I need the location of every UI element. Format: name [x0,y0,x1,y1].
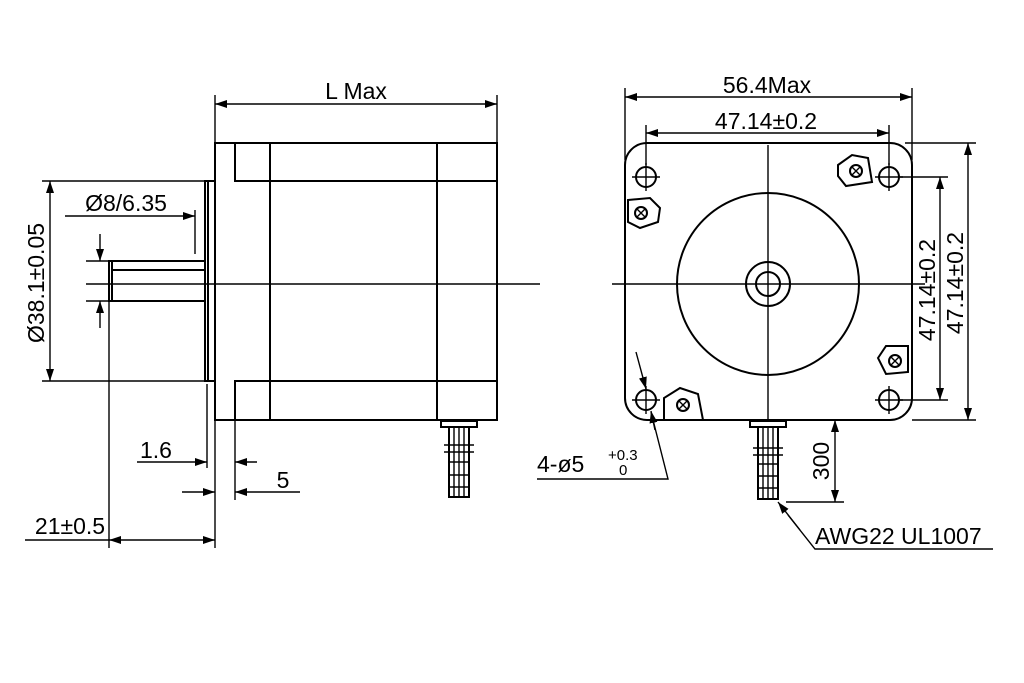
motor-body-outline [214,142,498,421]
flange-thickness-label: 5 [277,467,290,493]
holes-tolerance-upper: +0.3 [608,447,638,464]
width-label: 56.4Max [723,72,812,98]
shaft-diameter-label: Ø8/6.35 [85,190,167,216]
holes-label: 4-ø5 [537,451,584,477]
screw-bosses [627,153,909,421]
pilot-boss [204,180,215,382]
front-view: 56.4Max 47.14±0.2 47.14±0.2 47.14±0.2 30… [537,72,993,550]
length-label: L Max [325,78,387,104]
front-connector [749,420,787,500]
side-view: L Max Ø38.1±0.05 Ø8/6.35 1.6 5 21±0.5 [23,78,540,548]
hole-spacing-v-outer-label: 47.14±0.2 [942,232,968,334]
wire-spec-label: AWG22 UL1007 [815,523,982,549]
side-connector [440,420,478,498]
hole-spacing-h-label: 47.14±0.2 [715,108,817,134]
hole-spacing-v-inner-label: 47.14±0.2 [914,239,940,341]
holes-tolerance-lower: 0 [619,462,627,479]
front-center-lines [612,145,925,420]
shaft-length-label: 21±0.5 [35,513,105,539]
motor-body-sections [234,143,497,420]
boss-thickness-label: 1.6 [140,437,172,463]
boss-diameter-label: Ø38.1±0.05 [23,223,49,343]
mounting-holes [632,163,903,414]
shaft [108,260,205,302]
lead-length-label: 300 [808,442,834,480]
